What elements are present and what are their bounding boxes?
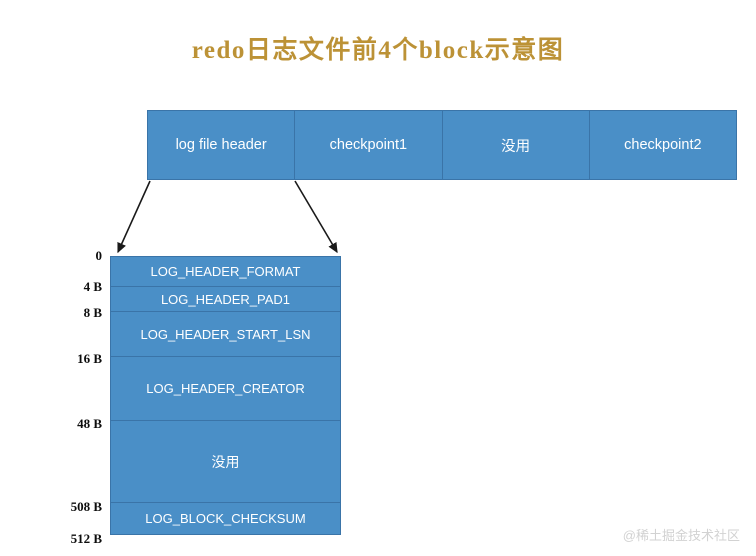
detail-row-label: LOG_HEADER_FORMAT (150, 264, 301, 279)
byte-offset-label: 16 B (77, 351, 102, 366)
top-block-row: log file header checkpoint1 没用 checkpoint2 (147, 110, 737, 180)
detail-row: 没用 (111, 421, 340, 503)
byte-offset-label: 508 B (70, 499, 102, 514)
top-block-cell: checkpoint1 (295, 111, 443, 179)
detail-row-label: 没用 (211, 453, 240, 470)
detail-row: LOG_HEADER_CREATOR (111, 357, 340, 421)
top-block-cell: log file header (148, 111, 296, 179)
byte-offset-label: 4 B (83, 279, 102, 294)
detail-row: LOG_HEADER_FORMAT (111, 257, 340, 287)
watermark: @稀土掘金技术社区 (622, 528, 740, 543)
detail-row: LOG_HEADER_PAD1 (111, 287, 340, 312)
byte-offset-label: 8 B (83, 305, 102, 320)
top-block-cell-label: checkpoint2 (624, 137, 702, 153)
detail-row-label: LOG_HEADER_CREATOR (146, 381, 305, 396)
byte-offset-label: 48 B (77, 416, 102, 431)
arrow-right (294, 180, 338, 254)
detail-row-label: LOG_HEADER_PAD1 (160, 291, 291, 307)
arrow-left (117, 180, 151, 254)
top-block-cell: 没用 (442, 111, 590, 179)
detail-row-label: LOG_BLOCK_CHECKSUM (145, 511, 306, 526)
page-title: redo日志文件前4个block示意图 (191, 37, 565, 64)
detail-row: LOG_HEADER_START_LSN (111, 312, 340, 357)
byte-offset-label: 0 (95, 248, 103, 263)
byte-offset-labels: 0 4 B 8 B 16 B 48 B 508 B 512 B (0, 0, 110, 556)
top-block-cell-label: log file header (175, 137, 267, 153)
detail-row-label: LOG_HEADER_START_LSN (140, 326, 311, 342)
byte-offset-label: 512 B (70, 531, 102, 546)
top-block-cell-label: 没用 (501, 138, 531, 155)
detail-row: LOG_BLOCK_CHECKSUM (111, 503, 340, 534)
top-block-cell-label: checkpoint1 (329, 137, 408, 153)
top-block-cell: checkpoint2 (589, 111, 736, 179)
